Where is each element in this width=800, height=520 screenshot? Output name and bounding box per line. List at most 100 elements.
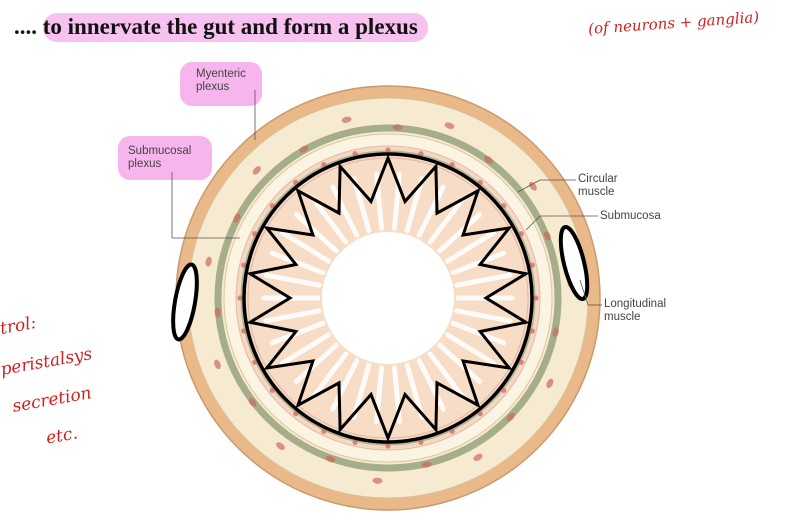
submucosal-ganglion [321,428,327,434]
mucosal-fold [280,230,331,264]
myenteric-ganglion [276,442,285,450]
slide-title: .... to innervate the gut and form a ple… [14,13,428,42]
mucosal-fold [269,250,326,276]
mucosal-fold [437,211,483,254]
mucosal-fold [293,211,339,254]
submucosal-ganglion [293,411,299,417]
myenteric-ganglion [248,398,257,407]
label-leader-lines [171,90,602,306]
myenteric-plexus-ring [214,124,562,472]
myenteric-ganglion [552,327,559,337]
myenteric-ganglion [392,124,403,131]
mucosal-fold [310,196,349,245]
mucosal-fold [427,351,466,400]
submucosal-ganglion [269,203,275,209]
submucosal-ganglion [529,328,535,334]
mucosal-fold [416,358,446,412]
label-submucosa: Submucosa [600,210,661,222]
drawn-left-oval [171,262,199,342]
mucosal-fold [330,184,360,238]
submucosal-ganglion [252,359,258,365]
mucosal-fold [437,342,483,385]
myenteric-ganglion [544,231,551,241]
mucosal-fold [416,184,446,238]
mucosal-fold [427,196,466,245]
drawn-star-outline [246,153,530,443]
label-submucosal-plexus: Submucosal plexus [128,145,192,170]
submucosal-ganglion [293,179,299,185]
mucosal-fold [351,176,372,234]
submucosal-ganglion [241,328,247,334]
submucosal-ganglion [321,162,327,168]
myenteric-ganglion [473,453,483,461]
title-highlighted-text: to innervate the gut and form a plexus [42,13,428,42]
myenteric-ganglion [205,256,212,267]
mucosal-fold [310,351,349,400]
myenteric-ganglion [252,166,261,175]
mucosal-fold [445,230,496,264]
myenteric-ganglion [325,455,336,463]
mucosal-fold [280,332,331,366]
submucosal-ganglion [518,231,524,237]
label-longitudinal-muscle: Longitudinal muscle [604,298,667,323]
submucosal-ganglion [518,359,524,365]
submucosal-ganglion [529,262,535,268]
myenteric-ganglion [444,122,455,129]
label-myenteric-plexus: Myenteric plexus [196,68,246,93]
myenteric-ganglion [421,461,432,468]
mucosal-fold [263,272,322,288]
drawn-inner-circle [242,152,534,444]
title-ellipsis: .... [14,14,37,39]
myenteric-ganglion [484,155,493,164]
mucosa-folds [247,157,529,439]
plexus-ganglia [205,116,574,484]
mucosal-fold [445,332,496,366]
leader-longitudinal-b [579,279,589,306]
hand-drawn-overlay [171,152,590,444]
myenteric-ganglion [233,213,241,223]
mucosal-fold [269,320,326,346]
mucosal-fold [454,272,513,288]
lumen [322,232,454,364]
leader-submucosa-b [525,215,541,231]
submucosal-ganglion [418,151,424,157]
mucosal-fold [450,250,507,276]
submucosal-ganglion [352,439,358,445]
submucosal-ganglion [449,162,455,168]
label-circular-muscle: Circular muscle [578,173,618,198]
myenteric-ganglion [214,307,221,318]
mucosal-fold [351,362,372,420]
submucosal-ganglion [501,387,507,393]
submucosal-ganglion [252,231,258,237]
mucosal-fold [404,176,425,234]
submucosal-ganglion [237,295,243,301]
myenteric-ganglion [299,145,309,153]
leader-circular-b [517,179,541,193]
submucosal-ganglion [449,428,455,434]
myenteric-ganglion [214,359,221,370]
mucosal-fold [263,308,322,324]
submucosal-ganglion [477,179,483,185]
submucosal-highlight [118,136,212,180]
submucosal-ganglion [418,439,424,445]
mucosal-fold [450,320,507,346]
myenteric-ganglion [341,116,352,123]
mucosal-fold [404,362,425,420]
mucosal-fold [454,308,513,324]
submucosal-ganglion [533,295,539,301]
myenteric-highlight [180,62,262,106]
submucosal-ganglion [477,411,483,417]
mucosal-fold [330,358,360,412]
submucosal-ganglion [385,147,391,153]
submucosal-ganglion [269,387,275,393]
mucosal-fold [293,342,339,385]
myenteric-ganglion [546,378,554,389]
submucosal-ganglion [501,203,507,209]
submucosal-ganglion [385,443,391,449]
submucosal-ganglion [241,262,247,268]
myenteric-ganglion [372,477,383,484]
myenteric-ganglion [529,181,537,191]
myenteric-ganglion [506,413,515,422]
